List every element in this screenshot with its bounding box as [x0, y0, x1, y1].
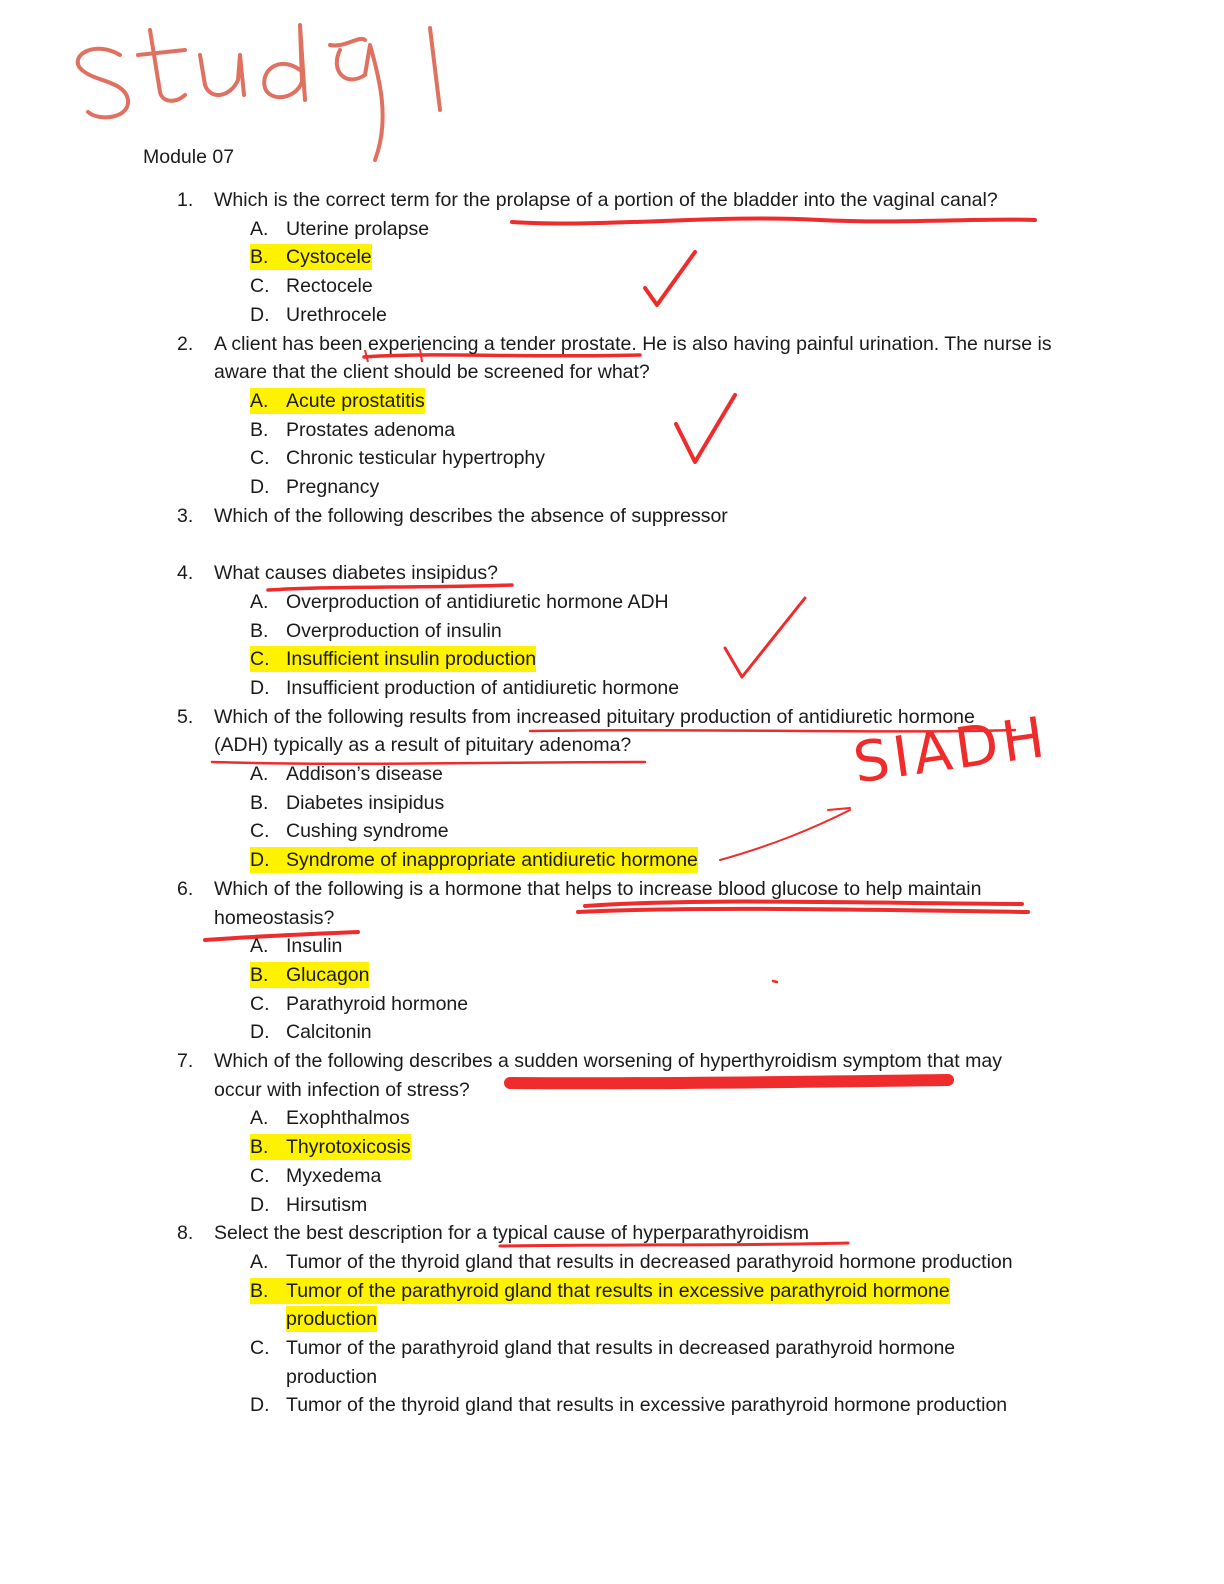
checkmark-q1: [643, 250, 697, 307]
option-letter: B.: [250, 791, 269, 814]
option-text: Cystocele: [286, 244, 372, 271]
option-letter: A.: [250, 935, 269, 958]
option-text: Overproduction of antidiuretic hormone A…: [286, 590, 669, 613]
option-text: Syndrome of inappropriate antidiuretic h…: [286, 847, 698, 874]
module-title: Module 07: [143, 146, 235, 168]
option-text: Chronic testicular hypertrophy: [286, 447, 546, 470]
option-text: Hirsutism: [286, 1193, 368, 1216]
option-letter: D.: [250, 1394, 270, 1417]
option-text: Urethrocele: [286, 303, 387, 326]
option-text: production: [286, 1306, 378, 1333]
question-text: Which of the following results from incr…: [214, 705, 975, 728]
question-text: Which is the correct term for the prolap…: [214, 189, 998, 211]
question-text: A client has been experiencing a tender …: [214, 332, 1052, 355]
handwritten-title-study: [75, 23, 442, 162]
question-number: 2.: [177, 332, 194, 355]
question-number: 4.: [177, 562, 194, 585]
option-letter: D.: [250, 1021, 270, 1044]
option-text: Tumor of the thyroid gland that results …: [286, 1250, 1013, 1273]
question-text: Which of the following describes a sudde…: [214, 1050, 1002, 1072]
option-letter: C.: [250, 992, 270, 1015]
option-letter: B.: [250, 244, 286, 271]
question-number: 6.: [177, 877, 194, 900]
option-letter: C.: [250, 820, 270, 843]
option-letter: B.: [250, 418, 269, 441]
option-text: Addison’s disease: [286, 763, 443, 785]
option-letter: D.: [250, 303, 270, 326]
option-letter: A.: [250, 217, 269, 240]
option-text: production: [286, 1365, 378, 1388]
option-text: Pregnancy: [286, 476, 380, 498]
question-number: 3.: [177, 504, 194, 527]
option-text: Insulin: [286, 935, 343, 958]
checkmark-q4: [723, 596, 807, 679]
question-text: Which of the following describes the abs…: [214, 504, 728, 527]
option-text: Insufficient insulin production: [286, 646, 537, 673]
question-text: occur with infection of stress?: [214, 1078, 470, 1101]
question-text: What causes diabetes insipidus?: [214, 562, 498, 585]
option-letter: C.: [250, 1337, 270, 1359]
option-text: Myxedema: [286, 1164, 382, 1187]
option-text: Uterine prolapse: [286, 217, 430, 240]
question-number: 1.: [177, 189, 194, 211]
question-text: Select the best description for a typica…: [214, 1222, 810, 1245]
question-number: 5.: [177, 705, 194, 728]
option-letter: B.: [250, 1134, 286, 1161]
ink-underline-q6-line1: [576, 899, 1030, 914]
ink-arrow-siadh: [719, 807, 851, 861]
option-letter: A.: [250, 590, 269, 613]
option-letter: A.: [250, 1250, 269, 1273]
option-text: Overproduction of insulin: [286, 619, 502, 642]
question-number: 8.: [177, 1222, 194, 1245]
option-letter: A.: [250, 387, 286, 414]
option-letter: C.: [250, 646, 286, 673]
option-text: Tumor of the parathyroid gland that resu…: [286, 1337, 956, 1359]
option-text: Glucagon: [286, 961, 370, 988]
ink-dot: [771, 979, 779, 984]
question-text: homeostasis?: [214, 906, 335, 929]
option-text: Parathyroid hormone: [286, 992, 469, 1015]
ink-underline-q7: [504, 1074, 954, 1090]
option-letter: B.: [250, 619, 269, 642]
question-text: Which of the following is a hormone that…: [214, 877, 982, 900]
option-letter: A.: [250, 763, 269, 785]
option-letter: D.: [250, 476, 270, 498]
question-text: aware that the client should be screened…: [214, 361, 650, 384]
question-text: (ADH) typically as a result of pituitary…: [214, 734, 632, 757]
option-letter: C.: [250, 275, 270, 298]
option-text: Calcitonin: [286, 1021, 372, 1044]
option-text: Thyrotoxicosis: [286, 1134, 411, 1161]
option-text: Acute prostatitis: [286, 387, 425, 414]
question-number: 7.: [177, 1050, 194, 1072]
option-letter: D.: [250, 1193, 270, 1216]
option-text: Diabetes insipidus: [286, 791, 445, 814]
option-letter: C.: [250, 1164, 270, 1187]
option-text: Rectocele: [286, 275, 373, 298]
ink-underline-q1: [510, 216, 1037, 226]
option-letter: D.: [250, 847, 286, 874]
option-text: Cushing syndrome: [286, 820, 449, 843]
checkmark-q2: [674, 393, 737, 464]
option-text: Tumor of the thyroid gland that results …: [286, 1394, 1008, 1417]
option-text: Insufficient production of antidiuretic …: [286, 676, 680, 699]
option-letter: C.: [250, 447, 270, 470]
option-text: Exophthalmos: [286, 1107, 410, 1130]
option-letter: B.: [250, 1277, 286, 1304]
option-letter: B.: [250, 961, 286, 988]
option-text: Prostates adenoma: [286, 418, 456, 441]
option-letter: D.: [250, 676, 270, 699]
option-letter: A.: [250, 1107, 269, 1130]
option-text: Tumor of the parathyroid gland that resu…: [286, 1277, 950, 1304]
